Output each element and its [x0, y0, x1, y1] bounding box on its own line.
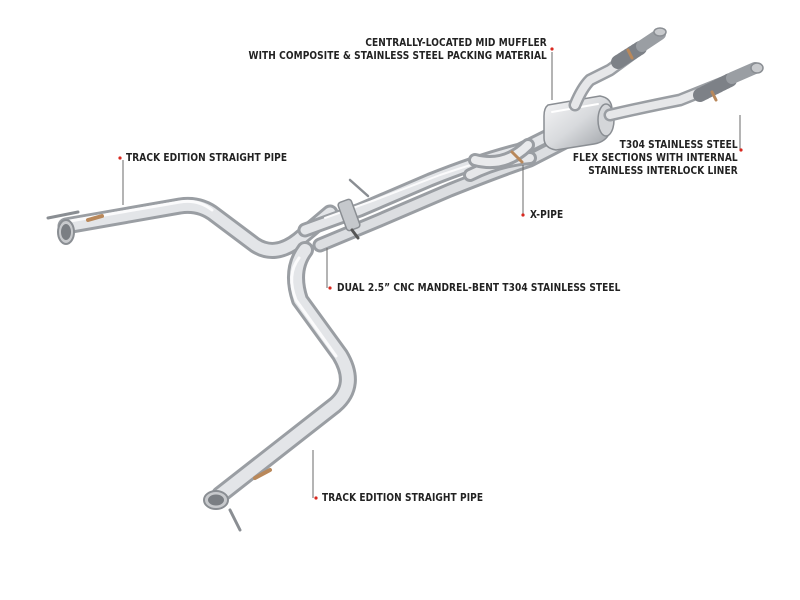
dot-track-pipe-top [118, 156, 122, 160]
callout-mid-muffler-line-1: CENTRALLY-LOCATED MID MUFFLER [365, 37, 547, 49]
callout-track-pipe-bottom-text: TRACK EDITION STRAIGHT PIPE [322, 492, 484, 504]
left-upper-pipe-tip [46, 210, 104, 245]
pipe-clamp [337, 178, 370, 240]
callout-dual-pipe: DUAL 2.5” CNC MANDREL-BENT T304 STAINLES… [337, 282, 621, 295]
flex-section-lower [693, 62, 764, 102]
front-pipes [568, 41, 737, 122]
left-lower-pipe-tip [203, 468, 272, 532]
x-pipe-section [463, 138, 537, 182]
dot-dual-pipe [328, 286, 332, 290]
leader-lines [122, 52, 741, 498]
dot-track-pipe-bottom [314, 496, 318, 500]
left-lower-tailpipe [211, 241, 357, 504]
dot-mid-muffler [550, 47, 554, 51]
callout-flex-line-1: T304 STAINLESS STEEL [619, 139, 738, 151]
callout-flex-line-3: STAINLESS INTERLOCK LINER [588, 165, 738, 177]
left-upper-tailpipe [57, 196, 339, 259]
callout-dots [118, 47, 743, 500]
callout-track-pipe-top: TRACK EDITION STRAIGHT PIPE [126, 152, 287, 165]
flex-section-upper [611, 27, 667, 69]
callout-mid-muffler-line-2: WITH COMPOSITE & STAINLESS STEEL PACKING… [248, 50, 547, 62]
callout-track-pipe-top-text: TRACK EDITION STRAIGHT PIPE [126, 152, 288, 164]
callout-flex-sections: T304 STAINLESS STEEL FLEX SECTIONS WITH … [573, 139, 738, 178]
callout-flex-line-2: FLEX SECTIONS WITH INTERNAL [573, 152, 738, 164]
dot-x-pipe [521, 213, 525, 217]
callout-x-pipe-text: X-PIPE [530, 209, 564, 221]
callout-dual-pipe-text: DUAL 2.5” CNC MANDREL-BENT T304 STAINLES… [337, 282, 621, 294]
callout-mid-muffler: CENTRALLY-LOCATED MID MUFFLER WITH COMPO… [249, 37, 547, 63]
dot-flex-sections [739, 148, 743, 152]
callout-x-pipe: X-PIPE [530, 209, 563, 222]
callout-track-pipe-bottom: TRACK EDITION STRAIGHT PIPE [322, 492, 483, 505]
